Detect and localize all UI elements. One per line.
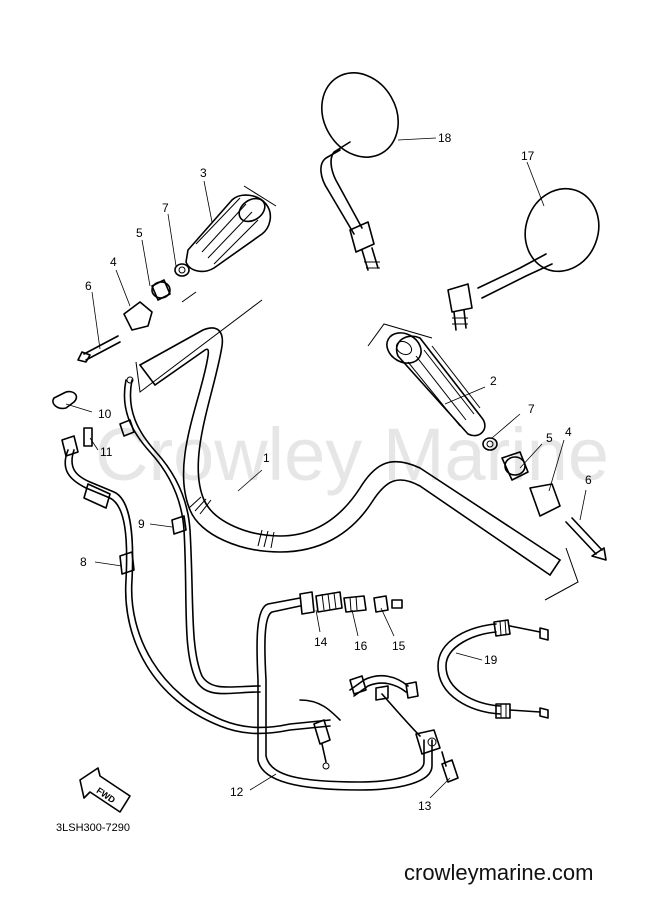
callout-labels: 1 2 3 4 4 5 5 6 6 7 7 8 9 10 11 12 13 14… [80,131,592,813]
right-mirror [447,187,600,331]
callout-3: 3 [200,166,207,180]
callout-5-left: 5 [136,226,143,240]
callout-7-right: 7 [528,402,535,416]
handlebar [135,299,579,601]
callout-7-left: 7 [162,201,169,215]
callout-4-right: 4 [565,425,572,439]
right-end-parts [482,437,607,561]
left-cables [52,376,331,735]
footer-url: crowleymarine.com [404,860,594,885]
right-grip [367,323,486,437]
fwd-arrow-icon: FWD [79,767,131,813]
left-end-parts [77,263,197,363]
callout-14: 14 [314,635,328,649]
callout-16: 16 [354,639,368,653]
callout-leaders [65,137,587,799]
callout-17: 17 [521,149,535,163]
watermark-text: Crowley Marine [95,413,609,496]
throttle-cables [256,591,459,791]
callout-19: 19 [484,653,498,667]
callout-5-right: 5 [546,431,553,445]
callout-2: 2 [490,374,497,388]
diagram-code: 3LSH300-7290 [56,822,130,834]
callout-15: 15 [392,639,406,653]
callout-10: 10 [98,407,112,421]
left-throttle-grip [185,185,277,273]
left-mirror [320,72,399,271]
callout-11: 11 [100,445,113,459]
callout-6-right: 6 [585,473,592,487]
callout-1: 1 [263,451,270,465]
callout-12: 12 [230,785,244,799]
callout-13: 13 [418,799,432,813]
callout-9: 9 [138,517,145,531]
callout-4-left: 4 [110,255,117,269]
callout-18: 18 [438,131,452,145]
callout-6-left: 6 [85,279,92,293]
cable-19 [437,619,549,719]
callout-8: 8 [80,555,87,569]
